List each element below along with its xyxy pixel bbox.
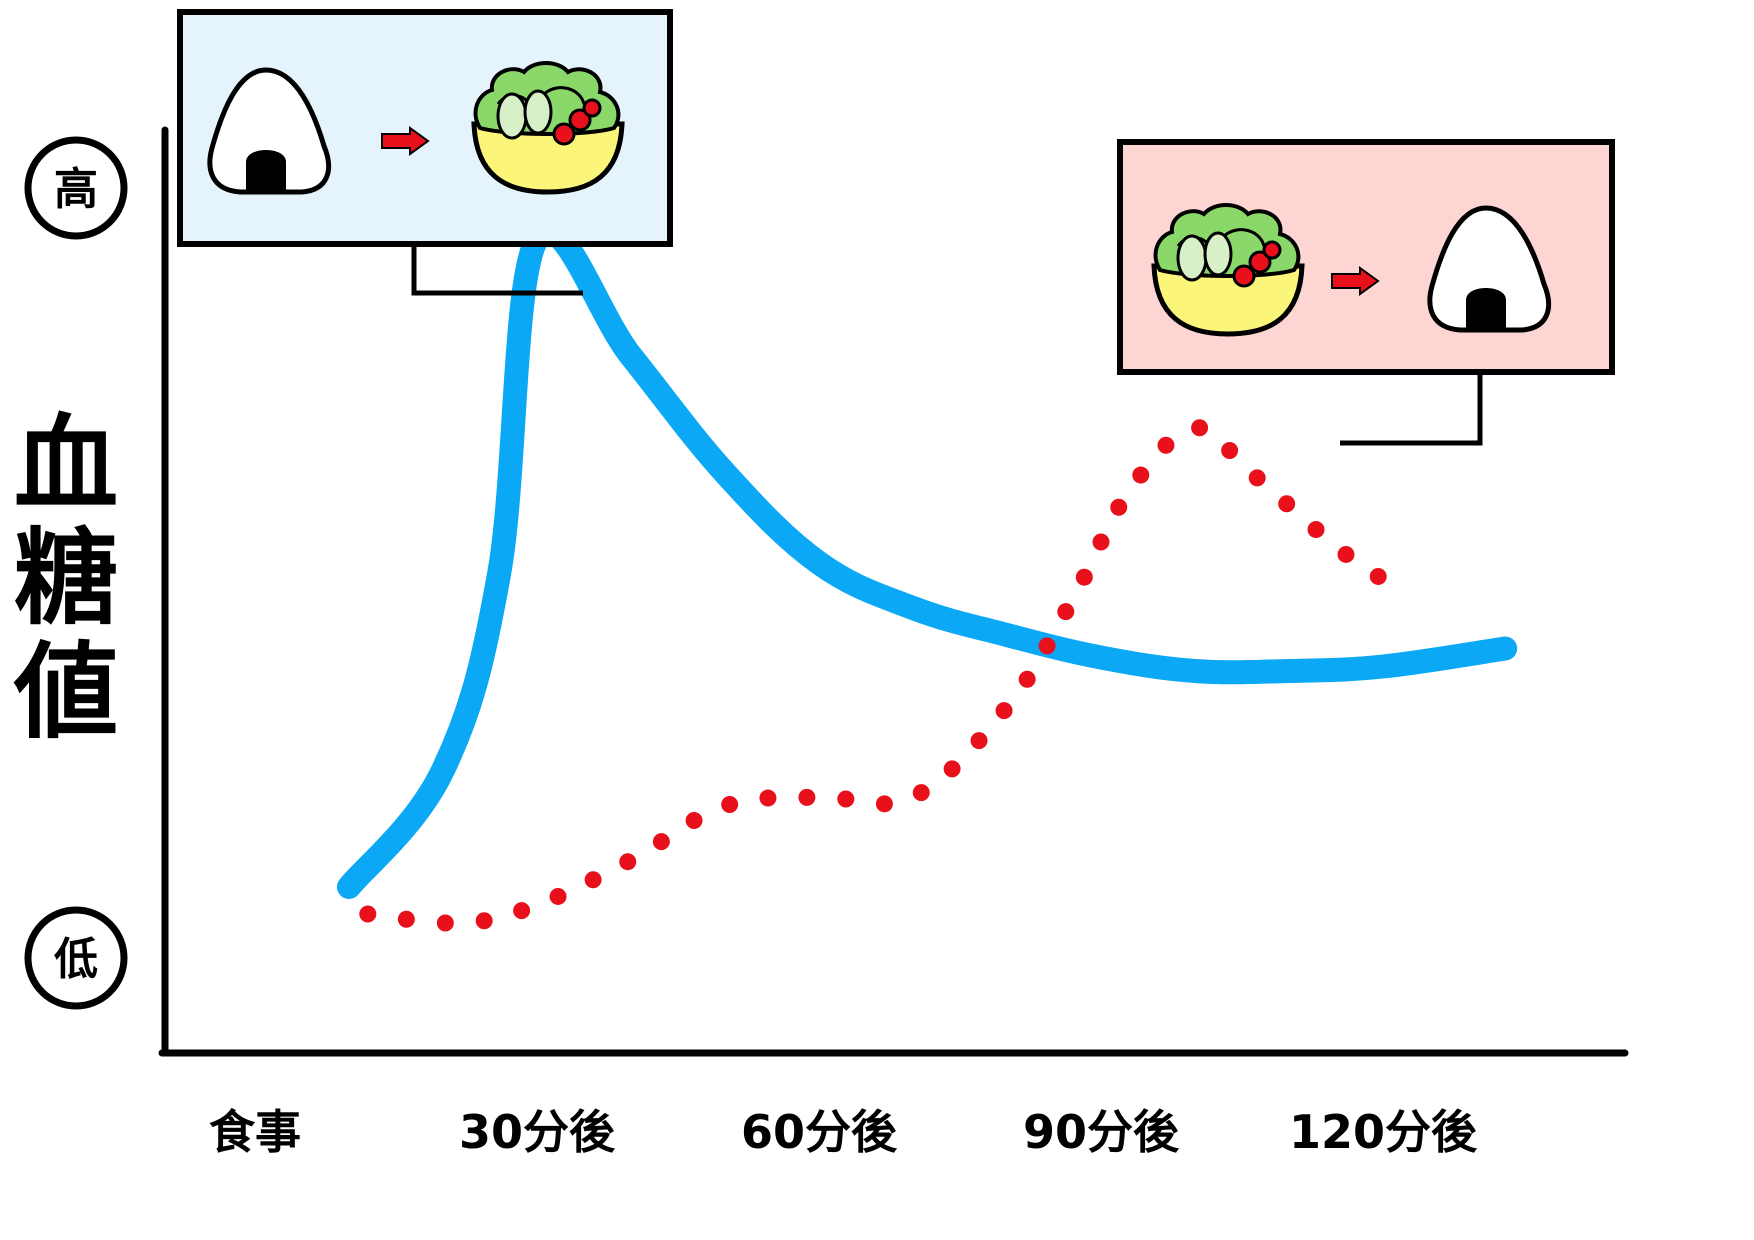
series-layer <box>337 219 1518 932</box>
salad-icon <box>474 63 622 192</box>
x-tick-label: 60分後 <box>741 1105 898 1159</box>
y-high-marker: 高 <box>24 136 128 240</box>
y-low-marker: 低 <box>24 906 128 1010</box>
y-axis-label: 血糖値 <box>13 403 118 753</box>
y-low-label: 低 <box>54 934 98 985</box>
series-line-onigiri-first <box>337 219 1518 899</box>
callout-connector-1 <box>411 246 583 296</box>
x-tick-label: 90分後 <box>1023 1105 1180 1159</box>
x-tick-label: 30分後 <box>459 1105 616 1159</box>
legend-box-salad-first <box>1117 139 1615 375</box>
legend-box-onigiri-first <box>177 9 673 247</box>
y-high-label: 高 <box>54 164 98 215</box>
salad-icon <box>1154 205 1302 334</box>
x-tick-label: 食事 <box>209 1105 301 1159</box>
x-tick-label: 120分後 <box>1289 1105 1478 1159</box>
series-line-salad-first <box>359 419 1411 932</box>
callout-connector-2 <box>1340 372 1483 446</box>
x-tick-labels: 食事 30分後 60分後 90分後 120分後 <box>209 1105 1478 1159</box>
